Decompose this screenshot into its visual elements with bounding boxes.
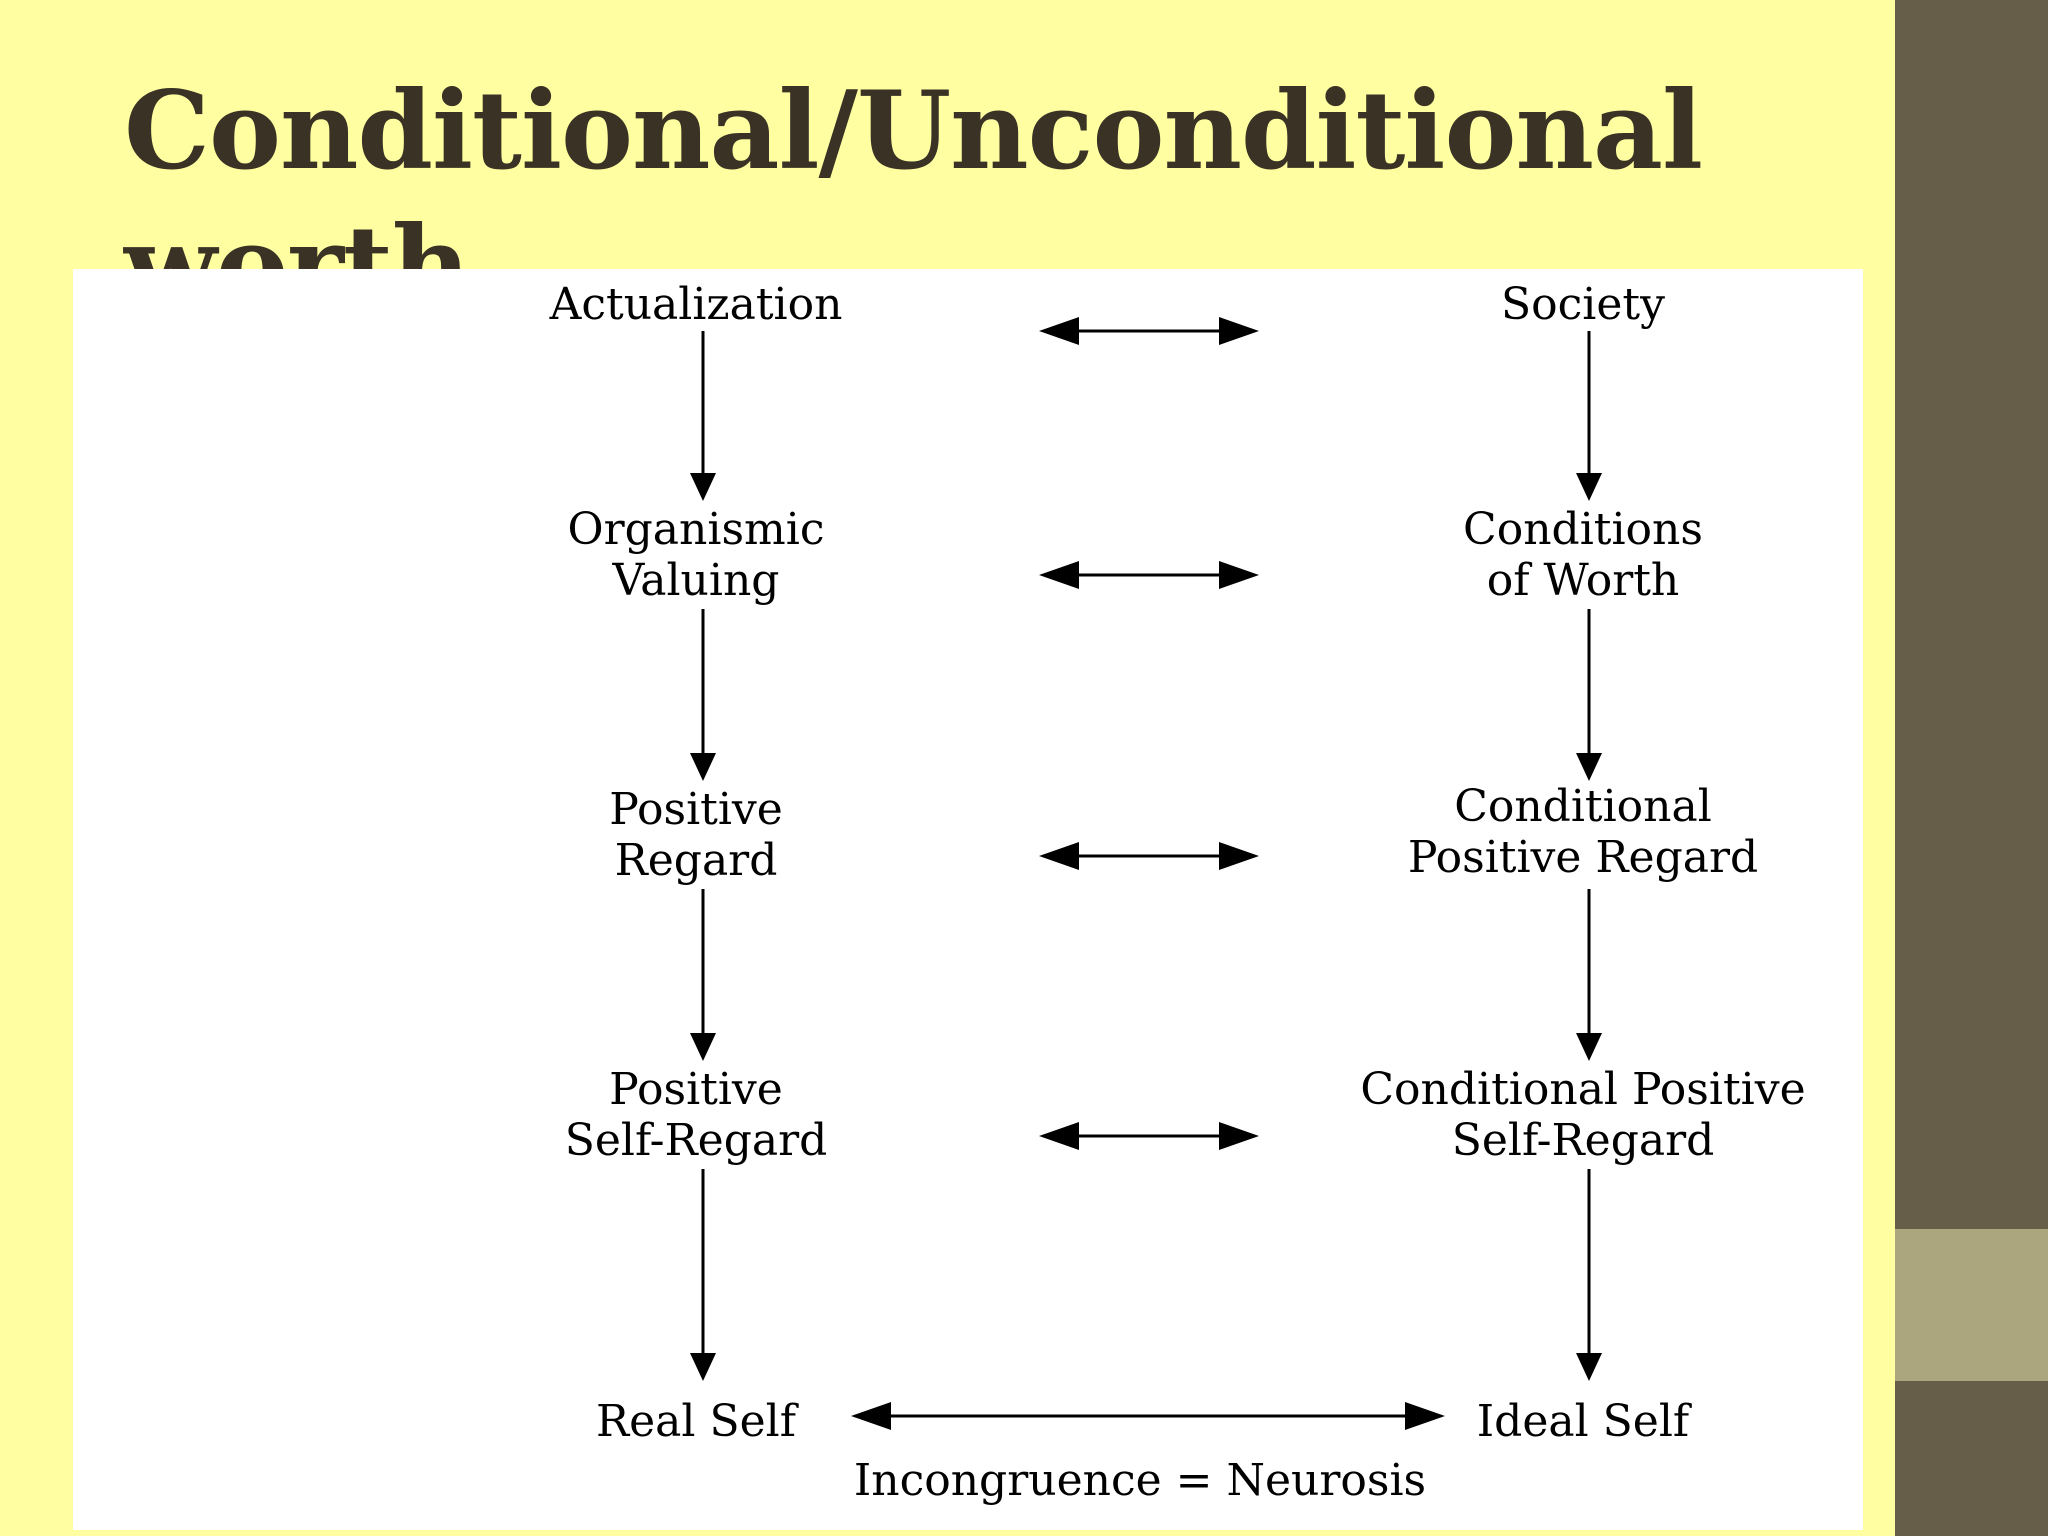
- arrow-bidirectional-4-head-left: [1039, 1122, 1079, 1150]
- diagram-connectors: [690, 317, 1602, 1430]
- arrow-left-2-head: [690, 753, 716, 781]
- node-label-line: Real Self: [596, 1396, 796, 1447]
- node-label-line: Conditions: [1463, 504, 1703, 555]
- arrow-bidirectional-2-head-left: [1039, 561, 1079, 589]
- node-label-line: of Worth: [1486, 555, 1680, 606]
- node-actualization: Actualization: [550, 279, 843, 330]
- node-society: Society: [1501, 279, 1665, 330]
- arrow-bidirectional-3-head-left: [1039, 842, 1079, 870]
- node-label-line: Self-Regard: [564, 1115, 828, 1166]
- arrow-right-1-head: [1576, 473, 1602, 501]
- arrow-bidirectional-2-head-right: [1219, 561, 1259, 589]
- arrow-right-3-head: [1576, 1033, 1602, 1061]
- arrow-bidirectional-1-head-left: [1039, 317, 1079, 345]
- node-label-line: Organismic: [567, 504, 825, 555]
- node-label-line: Positive Regard: [1407, 832, 1759, 883]
- node-label-line: Actualization: [549, 279, 843, 330]
- arrow-bidirectional-3-head-right: [1219, 842, 1259, 870]
- arrow-right-2-head: [1576, 753, 1602, 781]
- node-label-line: Regard: [614, 835, 778, 886]
- slide-title: Conditional/Unconditional worth: [124, 68, 1703, 329]
- node-label-line: Self-Regard: [1451, 1115, 1715, 1166]
- arrow-left-4-head: [690, 1353, 716, 1381]
- arrow-bidirectional-4-head-right: [1219, 1122, 1259, 1150]
- arrow-bidirectional-1-head-right: [1219, 317, 1259, 345]
- arrow-right-4-head: [1576, 1353, 1602, 1381]
- arrow-real-ideal-head-left: [851, 1402, 891, 1430]
- node-label-line: Positive: [609, 784, 783, 835]
- node-real-self: Real Self: [596, 1396, 796, 1447]
- arrow-left-1-head: [690, 473, 716, 501]
- arrow-real-ideal-head-right: [1405, 1402, 1445, 1430]
- node-label-line: Society: [1501, 279, 1665, 330]
- node-label-line: Valuing: [612, 555, 780, 606]
- sidebar-accent-block: [1895, 1229, 2048, 1381]
- diagram-caption: Incongruence = Neurosis: [853, 1455, 1427, 1506]
- node-ideal-self: Ideal Self: [1477, 1396, 1689, 1447]
- arrow-left-3-head: [690, 1033, 716, 1061]
- node-label-line: Ideal Self: [1476, 1396, 1690, 1447]
- node-label-line: Conditional: [1454, 781, 1712, 832]
- node-label-line: Positive: [609, 1064, 783, 1115]
- node-label-line: Conditional Positive: [1360, 1064, 1806, 1115]
